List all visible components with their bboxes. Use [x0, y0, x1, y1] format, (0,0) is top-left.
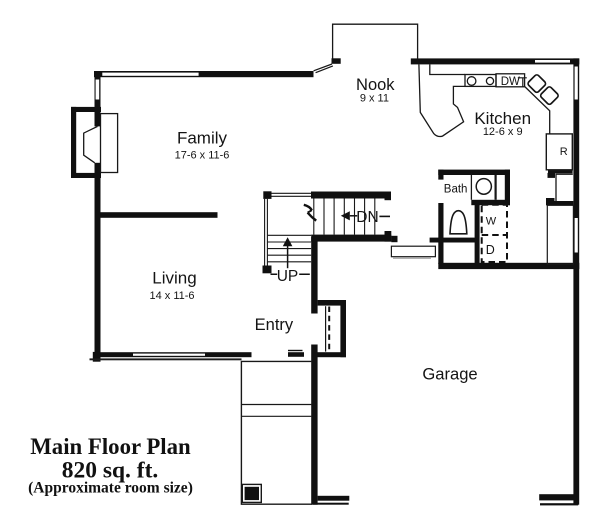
svg-text:Bath: Bath — [444, 183, 468, 195]
svg-text:D: D — [486, 243, 495, 257]
svg-text:DW: DW — [501, 76, 520, 88]
svg-text:12-6 x 9: 12-6 x 9 — [483, 126, 523, 138]
svg-text:17-6 x 11-6: 17-6 x 11-6 — [175, 149, 230, 161]
svg-text:W: W — [486, 215, 497, 227]
svg-text:R: R — [560, 146, 568, 158]
svg-text:Main Floor Plan: Main Floor Plan — [30, 434, 191, 459]
svg-text:UP: UP — [277, 268, 299, 285]
svg-text:Entry: Entry — [255, 316, 294, 334]
svg-text:Garage: Garage — [422, 365, 477, 384]
svg-text:14 x 11-6: 14 x 11-6 — [149, 290, 194, 302]
svg-text:(Approximate room size): (Approximate room size) — [28, 480, 193, 497]
svg-text:Kitchen: Kitchen — [474, 109, 531, 128]
svg-text:Nook: Nook — [356, 76, 395, 94]
svg-text:DN: DN — [356, 209, 378, 226]
svg-text:Living: Living — [152, 268, 196, 287]
svg-text:9 x 11: 9 x 11 — [360, 92, 389, 104]
svg-text:820 sq. ft.: 820 sq. ft. — [62, 457, 159, 483]
svg-text:Family: Family — [177, 129, 228, 148]
